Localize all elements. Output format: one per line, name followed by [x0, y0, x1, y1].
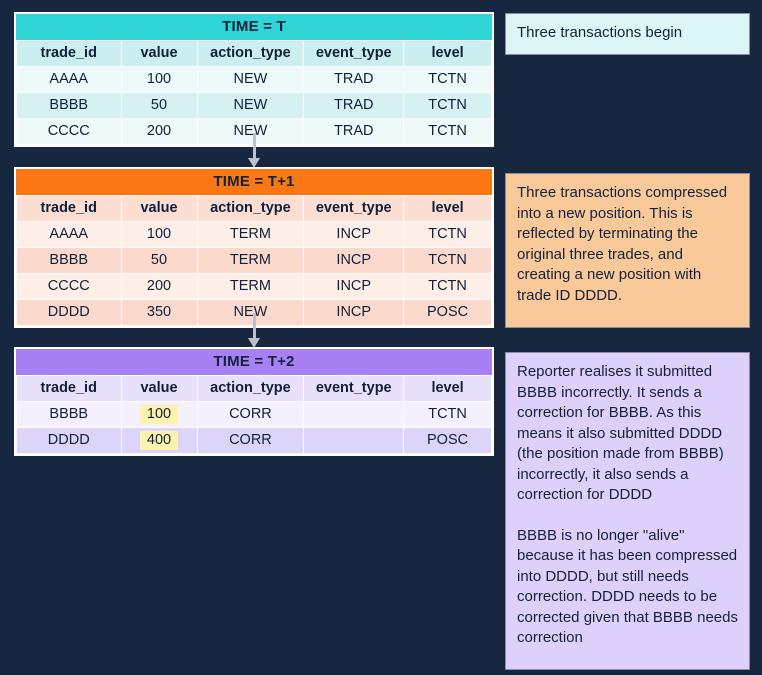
col-header-event-type: event_type — [303, 40, 405, 67]
table-t-title: TIME = T — [16, 14, 492, 40]
table-t2-grid: trade_id value action_type event_type le… — [16, 375, 492, 454]
cell-value: 50 — [120, 247, 198, 274]
cell-action-type: TERM — [196, 247, 305, 274]
cell-event-type — [303, 401, 405, 428]
col-header-event-type: event_type — [303, 195, 405, 222]
cell-level: TCTN — [403, 92, 492, 119]
cell-event-type: INCP — [303, 299, 405, 326]
cell-level: TCTN — [403, 247, 492, 274]
col-header-value: value — [120, 40, 198, 67]
col-header-value: value — [120, 375, 198, 402]
cell-value: 100 — [120, 221, 198, 248]
cell-event-type: INCP — [303, 273, 405, 300]
cell-action-type: CORR — [196, 427, 305, 454]
cell-level: TCTN — [403, 118, 492, 145]
table-t1-grid: trade_id value action_type event_type le… — [16, 195, 492, 326]
cell-trade-id: AAAA — [16, 66, 122, 93]
cell-action-type: TERM — [196, 221, 305, 248]
table-header-row: trade_id value action_type event_type le… — [16, 195, 492, 222]
cell-trade-id: CCCC — [16, 118, 122, 145]
cell-level: TCTN — [403, 273, 492, 300]
cell-trade-id: DDDD — [16, 299, 122, 326]
cell-level: POSC — [403, 299, 492, 326]
cell-trade-id: CCCC — [16, 273, 122, 300]
cell-value-highlighted: 100 — [120, 401, 198, 428]
cell-action-type: NEW — [196, 299, 305, 326]
cell-level: TCTN — [403, 66, 492, 93]
arrow-head — [248, 158, 260, 168]
cell-trade-id: BBBB — [16, 247, 122, 274]
table-row: BBBB 50 NEW TRAD TCTN — [16, 92, 492, 119]
cell-action-type: TERM — [196, 273, 305, 300]
cell-level: POSC — [403, 427, 492, 454]
cell-trade-id: BBBB — [16, 92, 122, 119]
table-time-t-plus-1: TIME = T+1 trade_id value action_type ev… — [14, 167, 494, 328]
col-header-trade-id: trade_id — [16, 40, 122, 67]
cell-action-type: CORR — [196, 401, 305, 428]
col-header-level: level — [403, 195, 492, 222]
cell-value: 100 — [120, 66, 198, 93]
cell-trade-id: BBBB — [16, 401, 122, 428]
cell-event-type: TRAD — [303, 92, 405, 119]
col-header-value: value — [120, 195, 198, 222]
table-row: BBBB 50 TERM INCP TCTN — [16, 247, 492, 274]
table-time-t: TIME = T trade_id value action_type even… — [14, 12, 494, 147]
arrow-shaft — [253, 313, 256, 339]
cell-action-type: NEW — [196, 92, 305, 119]
table-t-grid: trade_id value action_type event_type le… — [16, 40, 492, 145]
value-highlight: 100 — [139, 405, 179, 424]
table-time-t-plus-2: TIME = T+2 trade_id value action_type ev… — [14, 347, 494, 456]
col-header-trade-id: trade_id — [16, 375, 122, 402]
cell-trade-id: DDDD — [16, 427, 122, 454]
cell-level: TCTN — [403, 401, 492, 428]
table-row: CCCC 200 TERM INCP TCTN — [16, 273, 492, 300]
col-header-action-type: action_type — [196, 375, 305, 402]
cell-event-type: TRAD — [303, 66, 405, 93]
arrow-down-icon — [248, 133, 260, 168]
table-row: BBBB 100 CORR TCTN — [16, 401, 492, 428]
col-header-level: level — [403, 375, 492, 402]
table-t1-title: TIME = T+1 — [16, 169, 492, 195]
col-header-trade-id: trade_id — [16, 195, 122, 222]
cell-action-type: NEW — [196, 118, 305, 145]
arrow-head — [248, 338, 260, 348]
value-highlight: 400 — [139, 431, 179, 450]
table-row: AAAA 100 NEW TRAD TCTN — [16, 66, 492, 93]
note-correction-explanation: Reporter realises it submitted BBBB inco… — [505, 352, 750, 670]
cell-event-type: INCP — [303, 221, 405, 248]
col-header-event-type: event_type — [303, 375, 405, 402]
cell-event-type — [303, 427, 405, 454]
col-header-level: level — [403, 40, 492, 67]
cell-level: TCTN — [403, 221, 492, 248]
note-compression-explanation: Three transactions compressed into a new… — [505, 173, 750, 328]
table-row: DDDD 400 CORR POSC — [16, 427, 492, 454]
note-correction-paragraph-2: BBBB is no longer "alive" because it has… — [517, 526, 738, 647]
arrow-shaft — [253, 133, 256, 159]
note-three-transactions-begin: Three transactions begin — [505, 13, 750, 55]
table-t2-title: TIME = T+2 — [16, 349, 492, 375]
cell-trade-id: AAAA — [16, 221, 122, 248]
col-header-action-type: action_type — [196, 195, 305, 222]
cell-value: 350 — [120, 299, 198, 326]
cell-event-type: TRAD — [303, 118, 405, 145]
arrow-down-icon — [248, 313, 260, 348]
note-correction-paragraph-1: Reporter realises it submitted BBBB inco… — [517, 363, 724, 503]
cell-value-highlighted: 400 — [120, 427, 198, 454]
cell-value: 200 — [120, 273, 198, 300]
cell-value: 200 — [120, 118, 198, 145]
cell-event-type: INCP — [303, 247, 405, 274]
table-row: CCCC 200 NEW TRAD TCTN — [16, 118, 492, 145]
table-row: AAAA 100 TERM INCP TCTN — [16, 221, 492, 248]
table-row: DDDD 350 NEW INCP POSC — [16, 299, 492, 326]
cell-value: 50 — [120, 92, 198, 119]
col-header-action-type: action_type — [196, 40, 305, 67]
table-header-row: trade_id value action_type event_type le… — [16, 40, 492, 67]
cell-action-type: NEW — [196, 66, 305, 93]
table-header-row: trade_id value action_type event_type le… — [16, 375, 492, 402]
